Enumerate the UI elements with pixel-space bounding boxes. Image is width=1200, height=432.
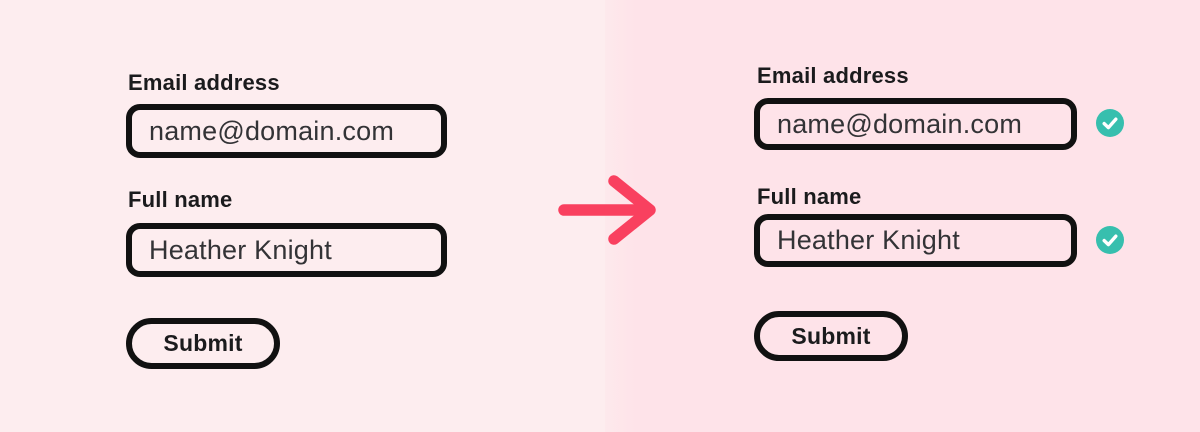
- submit-button[interactable]: Submit: [754, 311, 908, 361]
- submit-button-label: Submit: [791, 322, 871, 349]
- email-input-wrap: [754, 98, 1077, 150]
- email-label: Email address: [757, 63, 909, 88]
- name-valid-check-icon: [1096, 226, 1124, 254]
- email-valid-check-icon: [1096, 109, 1124, 137]
- full-name-input-wrap: [126, 223, 447, 277]
- full-name-input[interactable]: [754, 214, 1077, 267]
- full-name-label: Full name: [128, 187, 233, 212]
- right-arrow-icon: [558, 175, 656, 245]
- full-name-input-wrap: [754, 214, 1077, 267]
- full-name-label: Full name: [757, 184, 862, 209]
- submit-button-label: Submit: [163, 330, 243, 356]
- full-name-input[interactable]: [126, 223, 447, 277]
- email-input[interactable]: [754, 98, 1077, 150]
- email-input[interactable]: [126, 104, 447, 158]
- submit-button[interactable]: Submit: [126, 318, 280, 369]
- email-input-wrap: [126, 104, 447, 158]
- email-label: Email address: [128, 70, 280, 95]
- panel-before: [0, 0, 605, 432]
